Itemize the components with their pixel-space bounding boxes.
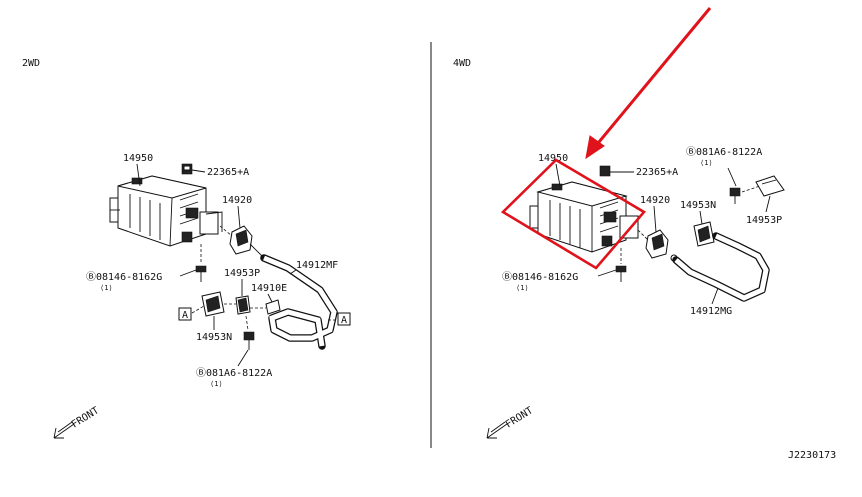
- right-label-front: FRONT: [504, 405, 535, 430]
- left-bolt-b: [195, 265, 207, 282]
- right-label-hose: 14912MG: [690, 306, 732, 317]
- left-label-bracket-n: 14953N: [196, 332, 232, 343]
- right-hose-clip: [599, 165, 611, 177]
- right-panel-title: 4WD: [453, 58, 471, 69]
- left-label-bolt-a-qty: ⟨1⟩: [210, 380, 223, 388]
- right-label-bolt-a: Ⓑ081A6-8122A: [686, 146, 762, 158]
- right-label-bolt-b-qty: ⟨1⟩: [516, 284, 529, 292]
- left-hose-clip: [181, 163, 193, 175]
- left-ref-a1: A: [178, 307, 192, 321]
- right-canister: [529, 181, 639, 253]
- left-label-clip-e: 14910E: [251, 283, 287, 294]
- left-label-bracket-p: 14953P: [224, 268, 260, 279]
- right-front-arrow: FRONT: [486, 405, 535, 439]
- left-label-ref-a2: A: [341, 315, 347, 326]
- right-bracket-n: [693, 221, 715, 247]
- left-label-bolt-b-qty: ⟨1⟩: [100, 284, 113, 292]
- left-label-valve: 14920: [222, 195, 252, 206]
- left-front-arrow: FRONT: [53, 405, 101, 439]
- left-label-bolt-b: Ⓑ08146-8162G: [86, 271, 162, 283]
- left-hose: [260, 254, 338, 350]
- right-label-bracket-p: 14953P: [746, 215, 782, 226]
- left-label-canister: 14950: [123, 153, 153, 164]
- left-canister: [109, 175, 223, 247]
- right-label-bracket-n: 14953N: [680, 200, 716, 211]
- left-label-hose-clip: 22365+A: [207, 167, 249, 178]
- left-panel-title: 2WD: [22, 58, 40, 69]
- left-bolt-a: [243, 331, 255, 350]
- diagram-code: J2230173: [788, 450, 836, 461]
- highlight-box: [500, 158, 646, 270]
- right-valve: [645, 229, 678, 262]
- left-bracket-p: [235, 295, 251, 315]
- left-label-bolt-a: Ⓑ081A6-8122A: [196, 367, 272, 379]
- right-bolt-b: [615, 265, 627, 282]
- left-label-front: FRONT: [70, 405, 101, 430]
- highlight-arrow: [585, 7, 712, 160]
- left-bracket-n: [201, 291, 225, 317]
- left-ref-a2: A: [337, 312, 351, 326]
- left-clip-e: [265, 299, 281, 315]
- left-label-hose: 14912MF: [296, 260, 338, 271]
- right-label-hose-clip: 22365+A: [636, 167, 678, 178]
- left-panel-2wd: 2WD 14950 22365+A: [22, 58, 351, 439]
- right-label-canister: 14950: [538, 153, 568, 164]
- right-label-valve: 14920: [640, 195, 670, 206]
- right-label-bolt-b: Ⓑ08146-8162G: [502, 271, 578, 283]
- right-hose: [672, 232, 770, 302]
- right-bracket-p: [755, 175, 785, 197]
- right-panel-4wd: 4WD 14950 22365+A: [453, 7, 785, 439]
- left-label-ref-a1: A: [182, 310, 188, 321]
- right-label-bolt-a-qty: ⟨1⟩: [700, 159, 713, 167]
- right-bolt-a: [729, 187, 741, 204]
